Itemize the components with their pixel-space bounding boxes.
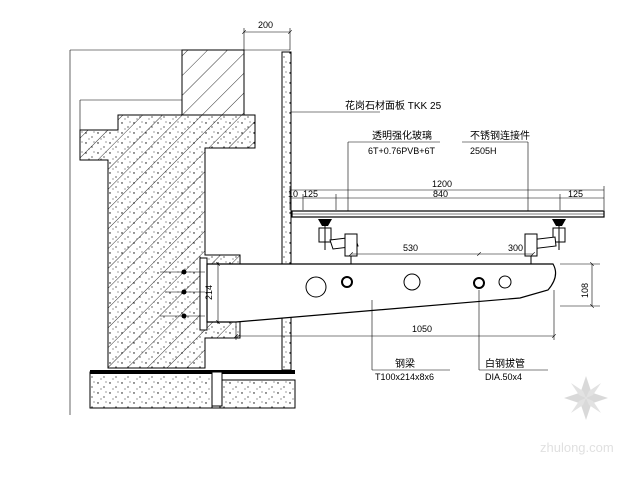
dim-panel: 1200 10 125 840 125	[288, 179, 605, 210]
dim-beam-length: 1050	[236, 290, 554, 340]
beam-hole	[403, 273, 421, 291]
dim-right-edge: 125	[568, 189, 583, 199]
dim-left-edge: 125	[303, 189, 318, 199]
connector-right	[524, 219, 566, 264]
label-pipe: 白钢拔管 DIA.50x4	[478, 290, 548, 382]
glass-panel	[291, 210, 605, 218]
watermark-site: zhulong.com	[540, 440, 614, 455]
dim-end-spacing: 300	[508, 243, 523, 253]
label-granite-text: 花岗石材面板 TKK 25	[345, 99, 442, 112]
label-connector-name: 不锈钢连接件	[470, 129, 530, 142]
watermark-logo-icon	[564, 376, 608, 420]
label-pipe-spec: DIA.50x4	[485, 372, 522, 382]
granite-cladding	[281, 51, 292, 371]
concrete-structure	[69, 49, 290, 415]
label-glass-spec: 6T+0.76PVB+6T	[368, 146, 436, 156]
anchor-bolts	[160, 257, 208, 331]
label-beam-spec: T100x214x8x6	[375, 372, 434, 382]
watermark: zhulong.com	[540, 376, 614, 455]
label-glass-name: 透明强化玻璃	[372, 129, 432, 142]
label-beam: 钢梁 T100x214x8x6	[371, 300, 450, 382]
steel-beam	[206, 263, 557, 323]
beam-hole	[498, 275, 512, 289]
dim-top-width: 200	[258, 20, 273, 30]
dim-center: 840	[433, 189, 448, 199]
dim-beam-height: 214	[204, 264, 218, 322]
dim-bolts: 530 300	[351, 243, 533, 254]
dim-end-height-text: 108	[580, 283, 590, 298]
dim-end-height: 108	[560, 264, 600, 306]
dim-beam-length-text: 1050	[412, 324, 432, 334]
dim-top: 200	[244, 20, 290, 50]
dim-panel-span: 1200	[432, 179, 452, 189]
dim-bolt-spacing: 530	[403, 243, 418, 253]
connector-left	[318, 219, 359, 264]
label-connector-spec: 2505H	[470, 146, 497, 156]
dim-beam-height-text: 214	[204, 285, 214, 300]
label-beam-name: 钢梁	[395, 357, 415, 370]
label-connector: 不锈钢连接件 2505H	[462, 129, 530, 211]
pipe-section	[341, 276, 353, 288]
pipe-section	[473, 277, 485, 289]
label-glass: 透明强化玻璃 6T+0.76PVB+6T	[347, 129, 440, 211]
label-granite: 花岗石材面板 TKK 25	[291, 99, 442, 113]
dim-left-gap: 10	[288, 189, 298, 199]
beam-hole	[305, 276, 327, 298]
label-pipe-name: 白钢拔管	[485, 357, 525, 370]
floor-slab	[89, 370, 296, 409]
